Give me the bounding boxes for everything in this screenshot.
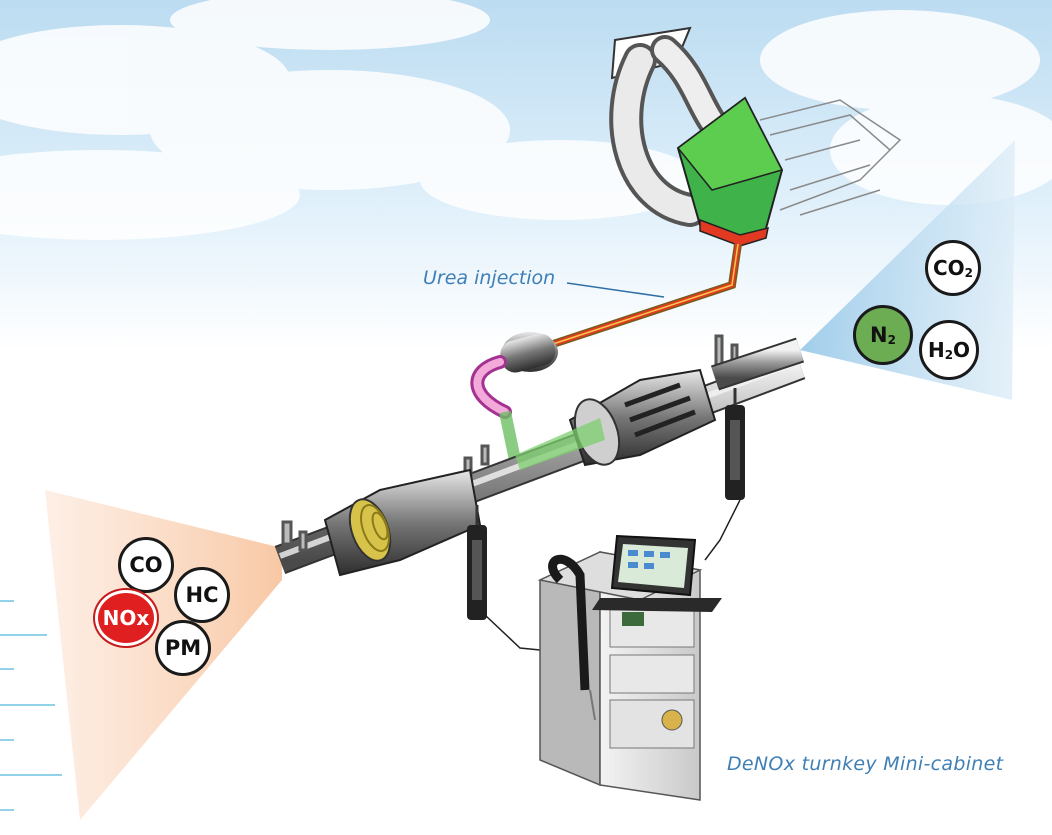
co-badge: CO <box>118 537 174 593</box>
nox-text: NOx <box>103 606 150 630</box>
hc-text: HC <box>186 583 219 607</box>
hc-badge: HC <box>174 567 230 623</box>
urea-injection-label: Urea injection <box>423 267 555 289</box>
h2o-sub: 2 <box>945 348 953 362</box>
co-text: CO <box>129 553 162 577</box>
mini-cabinet <box>540 536 722 800</box>
h2o-o: O <box>953 338 970 362</box>
pm-badge: PM <box>155 620 211 676</box>
nox-badge: NOx <box>95 590 157 646</box>
cabinet-label: DeNOx turnkey Mini-cabinet <box>727 753 1003 775</box>
pm-text: PM <box>165 636 201 660</box>
co2-sub: 2 <box>965 266 973 280</box>
h2o-h: H <box>928 338 945 362</box>
n2-sub: 2 <box>888 333 896 347</box>
n2-main: N <box>870 323 888 347</box>
co2-main: CO <box>933 256 965 280</box>
